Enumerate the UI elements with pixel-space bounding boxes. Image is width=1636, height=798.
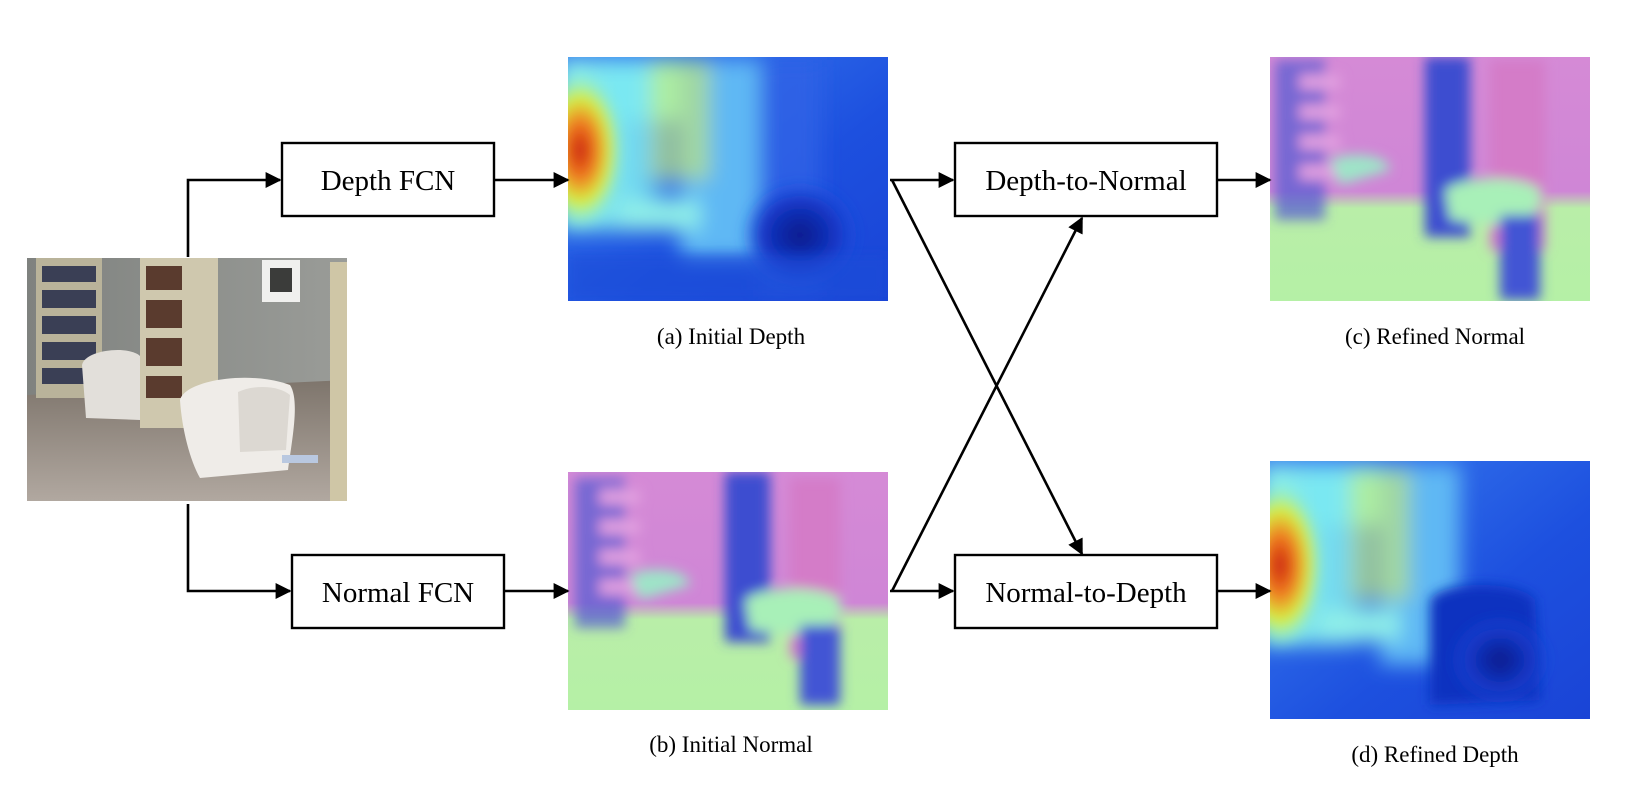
depth-fcn-box: Depth FCN [280,141,496,218]
caption-initial-depth: (a) Initial Depth [657,324,806,349]
refined-depth-map [1270,461,1590,719]
input-rgb-image [27,258,347,501]
normal-to-depth-box: Normal-to-Depth [953,553,1219,630]
initial-normal-map [568,472,888,710]
normal-fcn-label: Normal FCN [322,577,474,609]
arrow-input-to-depth-fcn [186,172,282,257]
depth-fcn-label: Depth FCN [321,165,456,197]
caption-refined-normal: (c) Refined Normal [1345,324,1525,349]
initial-depth-map [568,57,888,301]
depth-to-normal-label: Depth-to-Normal [985,165,1186,197]
arrows [186,172,1272,599]
depth-to-normal-box: Depth-to-Normal [953,141,1219,218]
caption-refined-depth: (d) Refined Depth [1351,742,1519,767]
normal-to-depth-label: Normal-to-Depth [985,577,1187,609]
refined-normal-map [1270,57,1590,301]
arrow-input-to-normal-fcn [186,504,292,599]
normal-fcn-box: Normal FCN [290,553,506,630]
arrow-depth-cross-to-n2d [890,179,1084,556]
arrow-normal-cross-to-d2n [890,216,1084,592]
caption-initial-normal: (b) Initial Normal [649,732,813,757]
